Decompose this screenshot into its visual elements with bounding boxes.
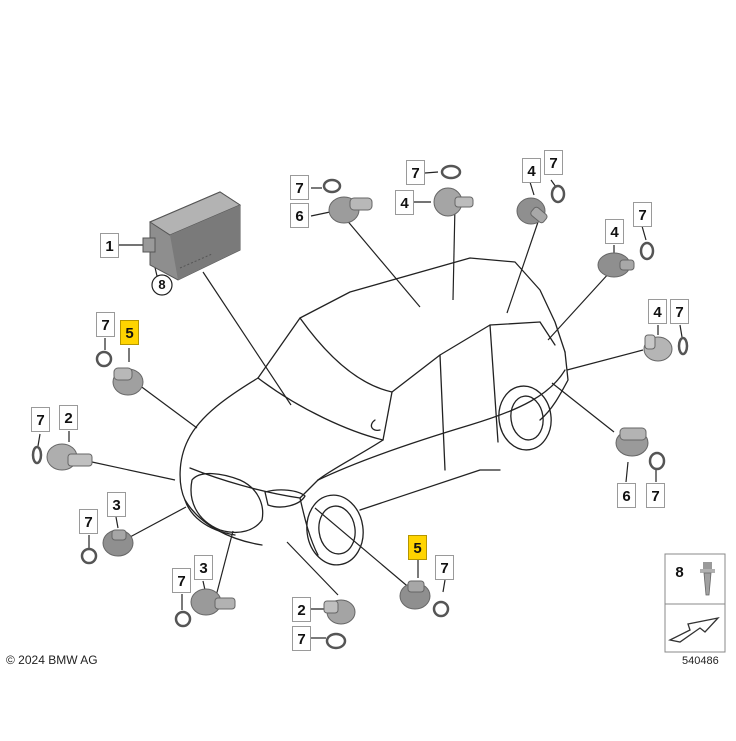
- callout-7-top-b: 7: [406, 160, 425, 185]
- callout-4-top: 4: [395, 190, 414, 215]
- legend-box: [664, 553, 726, 653]
- callout-7-bottom-center: 7: [292, 626, 311, 651]
- callout-7-right-1: 7: [633, 202, 652, 227]
- car-outline: [179, 257, 569, 566]
- callout-4-top-right: 4: [522, 158, 541, 183]
- sensor-parts: [46, 187, 673, 625]
- callout-7-left: 7: [96, 312, 115, 337]
- reference-number: 540486: [682, 655, 719, 667]
- callout-5-bottom-highlighted: 5: [408, 535, 427, 560]
- callout-7-left-3: 7: [79, 509, 98, 534]
- callout-4-right-1: 4: [605, 219, 624, 244]
- callout-circle: [151, 274, 173, 296]
- leader-lines: [37, 171, 683, 639]
- callout-7-top-right: 7: [544, 150, 563, 175]
- callout-7-front-left: 7: [31, 407, 50, 432]
- legend-callout-8: 8: [675, 564, 684, 581]
- callout-4-right-2: 4: [648, 299, 667, 324]
- callout-6-top: 6: [290, 203, 309, 228]
- callout-7-bottom: 7: [435, 555, 454, 580]
- callout-7-top-a: 7: [290, 175, 309, 200]
- copyright-text: © 2024 BMW AG: [6, 653, 98, 667]
- callout-5-left-highlighted: 5: [120, 320, 139, 345]
- callout-8-circle-label: 8: [158, 277, 166, 292]
- callout-3-left-3: 3: [107, 492, 126, 517]
- callout-2-bottom-center: 2: [292, 597, 311, 622]
- callout-6-right: 6: [617, 483, 636, 508]
- callout-2-front-left: 2: [59, 405, 78, 430]
- callout-7-bottom-3: 7: [172, 568, 191, 593]
- callout-3-bottom-3: 3: [194, 555, 213, 580]
- seal-rings: [31, 164, 689, 650]
- control-unit: [142, 191, 242, 281]
- callout-1: 1: [100, 233, 119, 258]
- callout-7-right-2: 7: [670, 299, 689, 324]
- callout-7-right: 7: [646, 483, 665, 508]
